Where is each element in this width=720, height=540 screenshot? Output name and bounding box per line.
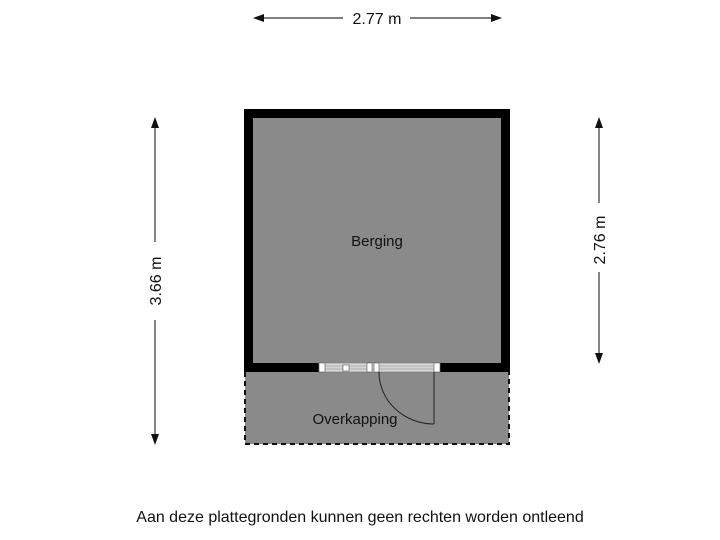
arrow-up-icon [151,117,159,128]
room-overkapping [244,372,510,445]
dimension-left: 3.66 m [148,117,165,445]
room-label-berging: Berging [351,233,403,250]
room-berging [244,109,510,372]
dimension-top-label: 2.77 m [353,11,402,28]
arrow-left-icon [253,14,264,22]
disclaimer-caption: Aan deze plattegronden kunnen geen recht… [136,509,584,526]
dimension-left-label: 3.66 m [148,257,165,306]
door-swing-arc [378,371,435,425]
arrow-down-icon [151,434,159,445]
dimension-right-label: 2.76 m [592,216,609,265]
arrow-right-icon [491,14,502,22]
room-label-overkapping: Overkapping [312,411,397,428]
door [373,362,441,425]
arrow-up-icon [595,117,603,128]
window [318,362,376,373]
dimension-top: 2.77 m [253,11,502,28]
arrow-down-icon [595,353,603,364]
dimension-right: 2.76 m [592,117,609,364]
